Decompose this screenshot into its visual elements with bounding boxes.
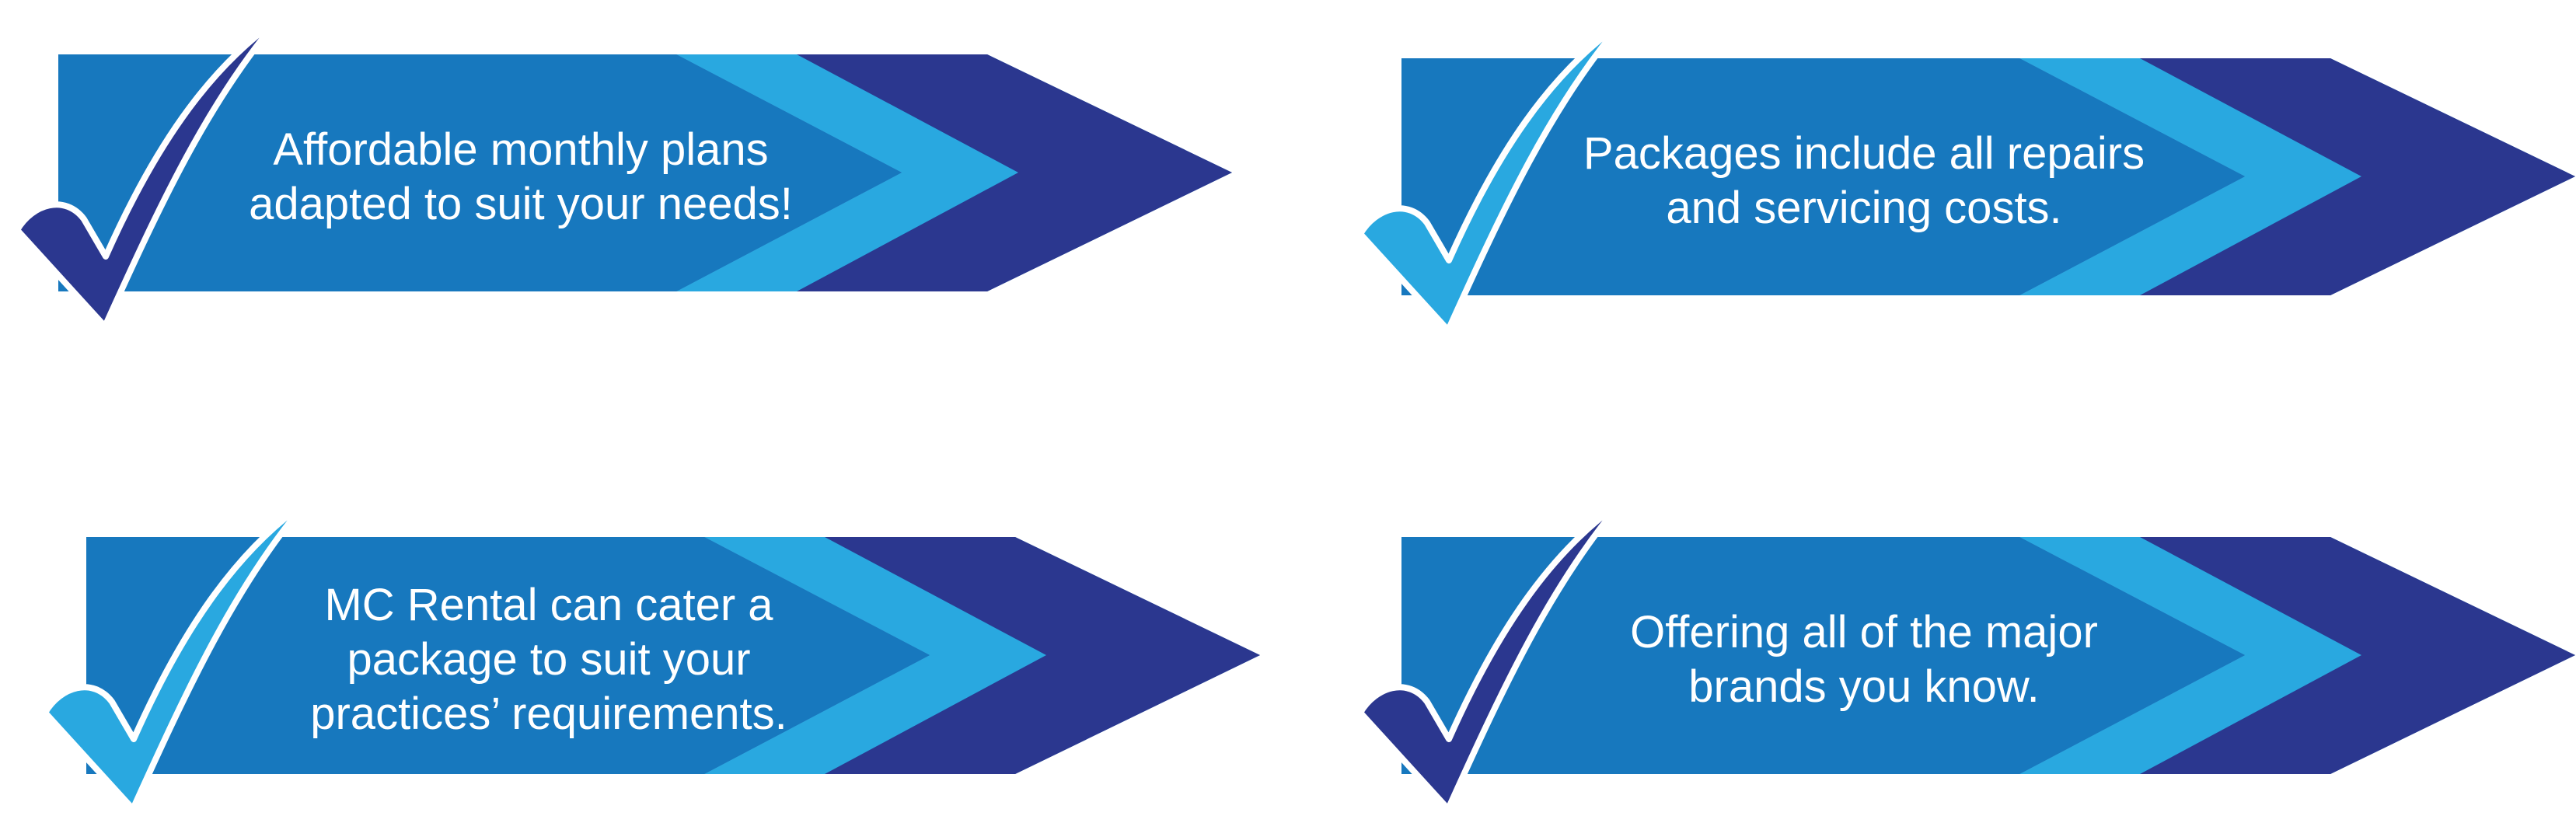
banner-lightblue-chevron — [704, 537, 1046, 774]
caption-line: adapted to suit your needs! — [249, 178, 793, 229]
caption-line: package to suit your — [347, 633, 751, 685]
banner-lightblue-chevron — [676, 54, 1018, 291]
caption-line: Affordable monthly plans — [273, 124, 769, 175]
arrow-banner-graphic — [1357, 499, 2575, 812]
banner-lightblue-chevron — [2019, 537, 2361, 774]
caption-line: Packages include all repairs — [1583, 127, 2145, 179]
checkmark-icon — [1357, 499, 1625, 812]
arrow-banner-graphic — [42, 499, 1260, 812]
caption-line: Offering all of the major — [1630, 606, 2098, 657]
banner-caption: MC Rental can cater a package to suit yo… — [238, 576, 860, 743]
checkmark-icon — [42, 499, 309, 812]
benefit-banner-1: Affordable monthly plans adapted to suit… — [0, 0, 1244, 330]
benefit-banner-3: MC Rental can cater a package to suit yo… — [28, 483, 1272, 812]
checkmark-icon — [1357, 20, 1625, 333]
caption-line: MC Rental can cater a — [324, 579, 773, 630]
checkmark-icon — [14, 16, 281, 330]
banner-caption: Offering all of the major brands you kno… — [1553, 576, 2175, 743]
caption-line: brands you know. — [1688, 661, 2040, 712]
arrow-banner-graphic — [14, 16, 1232, 330]
banner-lightblue-chevron — [2019, 58, 2361, 295]
benefit-banner-2: Packages include all repairs and servici… — [1343, 4, 2576, 333]
banner-caption: Affordable monthly plans adapted to suit… — [210, 93, 832, 260]
benefit-banner-4: Offering all of the major brands you kno… — [1343, 483, 2576, 812]
caption-line: and servicing costs. — [1666, 182, 2062, 233]
caption-line: practices’ requirements. — [310, 688, 787, 739]
arrow-banner-graphic — [1357, 20, 2575, 333]
banner-caption: Packages include all repairs and servici… — [1553, 97, 2175, 264]
